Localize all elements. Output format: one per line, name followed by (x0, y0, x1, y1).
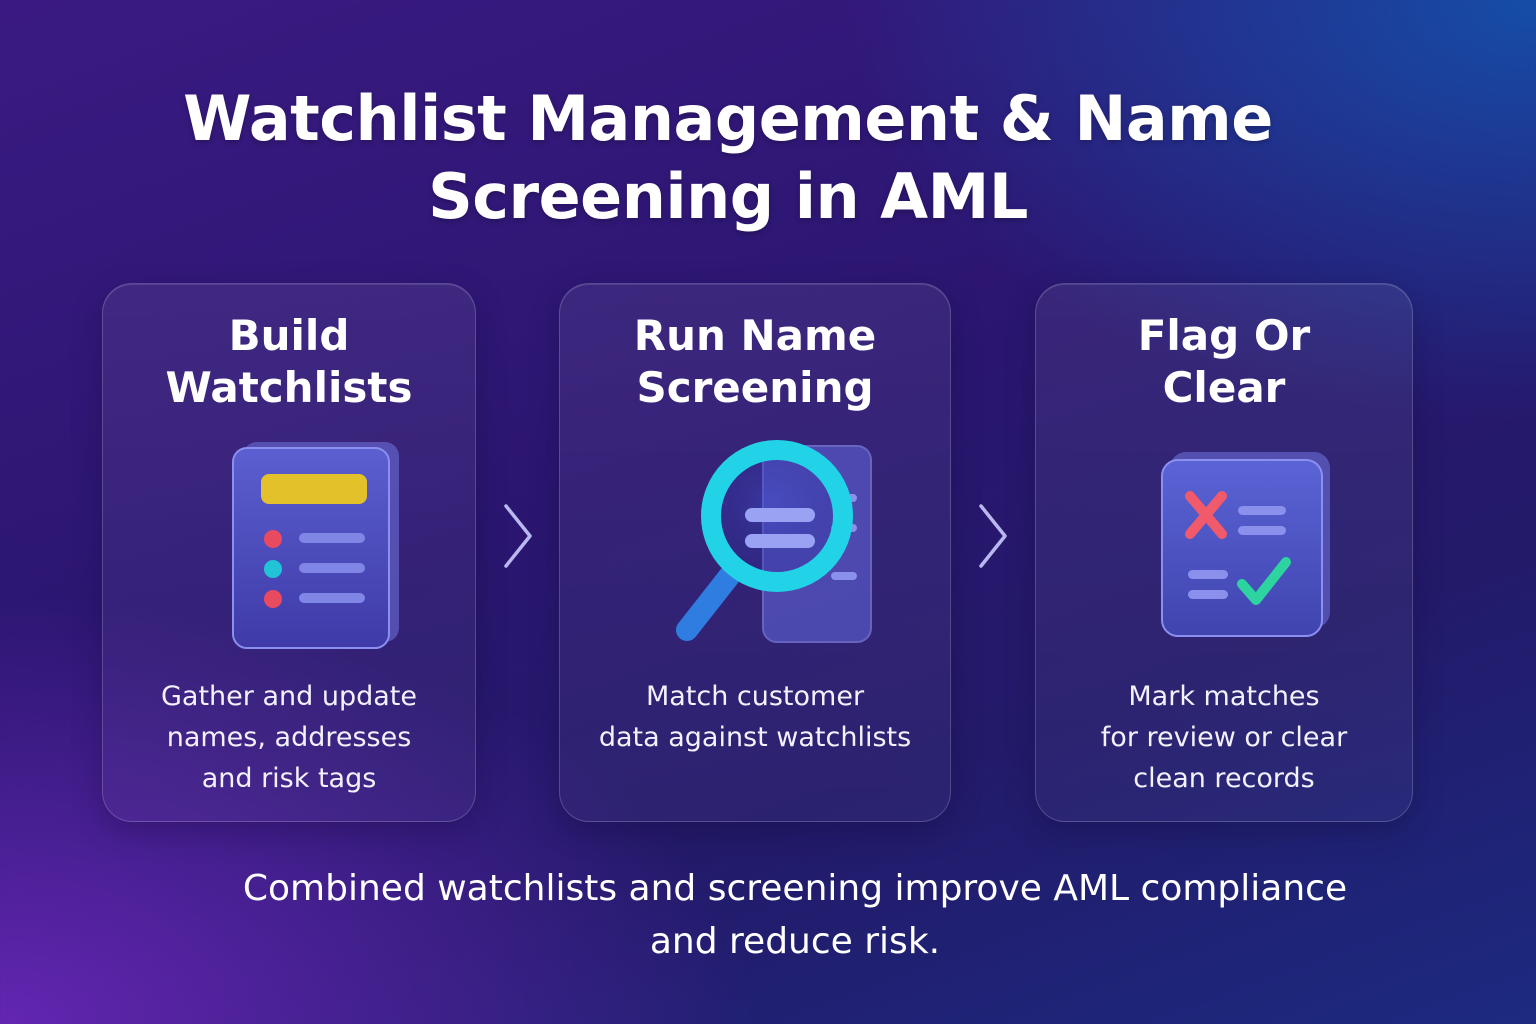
step-title: Run Name Screening (560, 310, 950, 414)
chevron-right-icon (504, 504, 532, 568)
step-title-line-1: Run Name (633, 311, 877, 360)
step-desc-line-3: and risk tags (201, 763, 377, 794)
step-title-line-1: Flag Or (1137, 311, 1311, 360)
chevron-right-icon (979, 504, 1007, 568)
summary-line-2: and reduce risk. (649, 921, 941, 962)
title-line-2: Screening in AML (428, 160, 1028, 233)
magnifying-glass-icon (676, 440, 872, 643)
step-title-line-1: Build (228, 311, 350, 360)
step-title: Flag Or Clear (1036, 310, 1412, 414)
step-desc-line-3: clean records (1133, 763, 1315, 794)
step-desc-line-2: data against watchlists (598, 722, 912, 753)
step-card-run-name-screening: Run Name Screening Match customer data a… (559, 283, 951, 822)
step-title-line-2: Clear (1162, 363, 1286, 412)
step-desc-line-2: for review or clear (1100, 722, 1348, 753)
step-description: Match customer data against watchlists (560, 676, 950, 758)
step-description: Mark matches for review or clear clean r… (1036, 676, 1412, 799)
summary-text: Combined watchlists and screening improv… (0, 862, 1536, 968)
summary-line-1: Combined watchlists and screening improv… (242, 868, 1348, 909)
page-title: Watchlist Management & Name Screening in… (0, 80, 1456, 236)
step-desc-line-2: names, addresses (166, 722, 412, 753)
step-card-flag-or-clear: Flag Or Clear Mark matches for review or… (1035, 283, 1413, 822)
step-desc-line-1: Gather and update (161, 681, 417, 712)
step-desc-line-1: Mark matches (1128, 681, 1320, 712)
step-card-build-watchlists: Build Watchlists Gather and update names… (102, 283, 476, 822)
watchlist-document-icon (232, 442, 399, 649)
step-title: Build Watchlists (103, 310, 475, 414)
step-title-line-2: Watchlists (165, 363, 413, 412)
title-line-1: Watchlist Management & Name (183, 82, 1273, 155)
step-desc-line-1: Match customer (645, 681, 865, 712)
step-description: Gather and update names, addresses and r… (103, 676, 475, 799)
flag-clear-checklist-icon (1161, 452, 1330, 637)
step-title-line-2: Screening (636, 363, 874, 412)
